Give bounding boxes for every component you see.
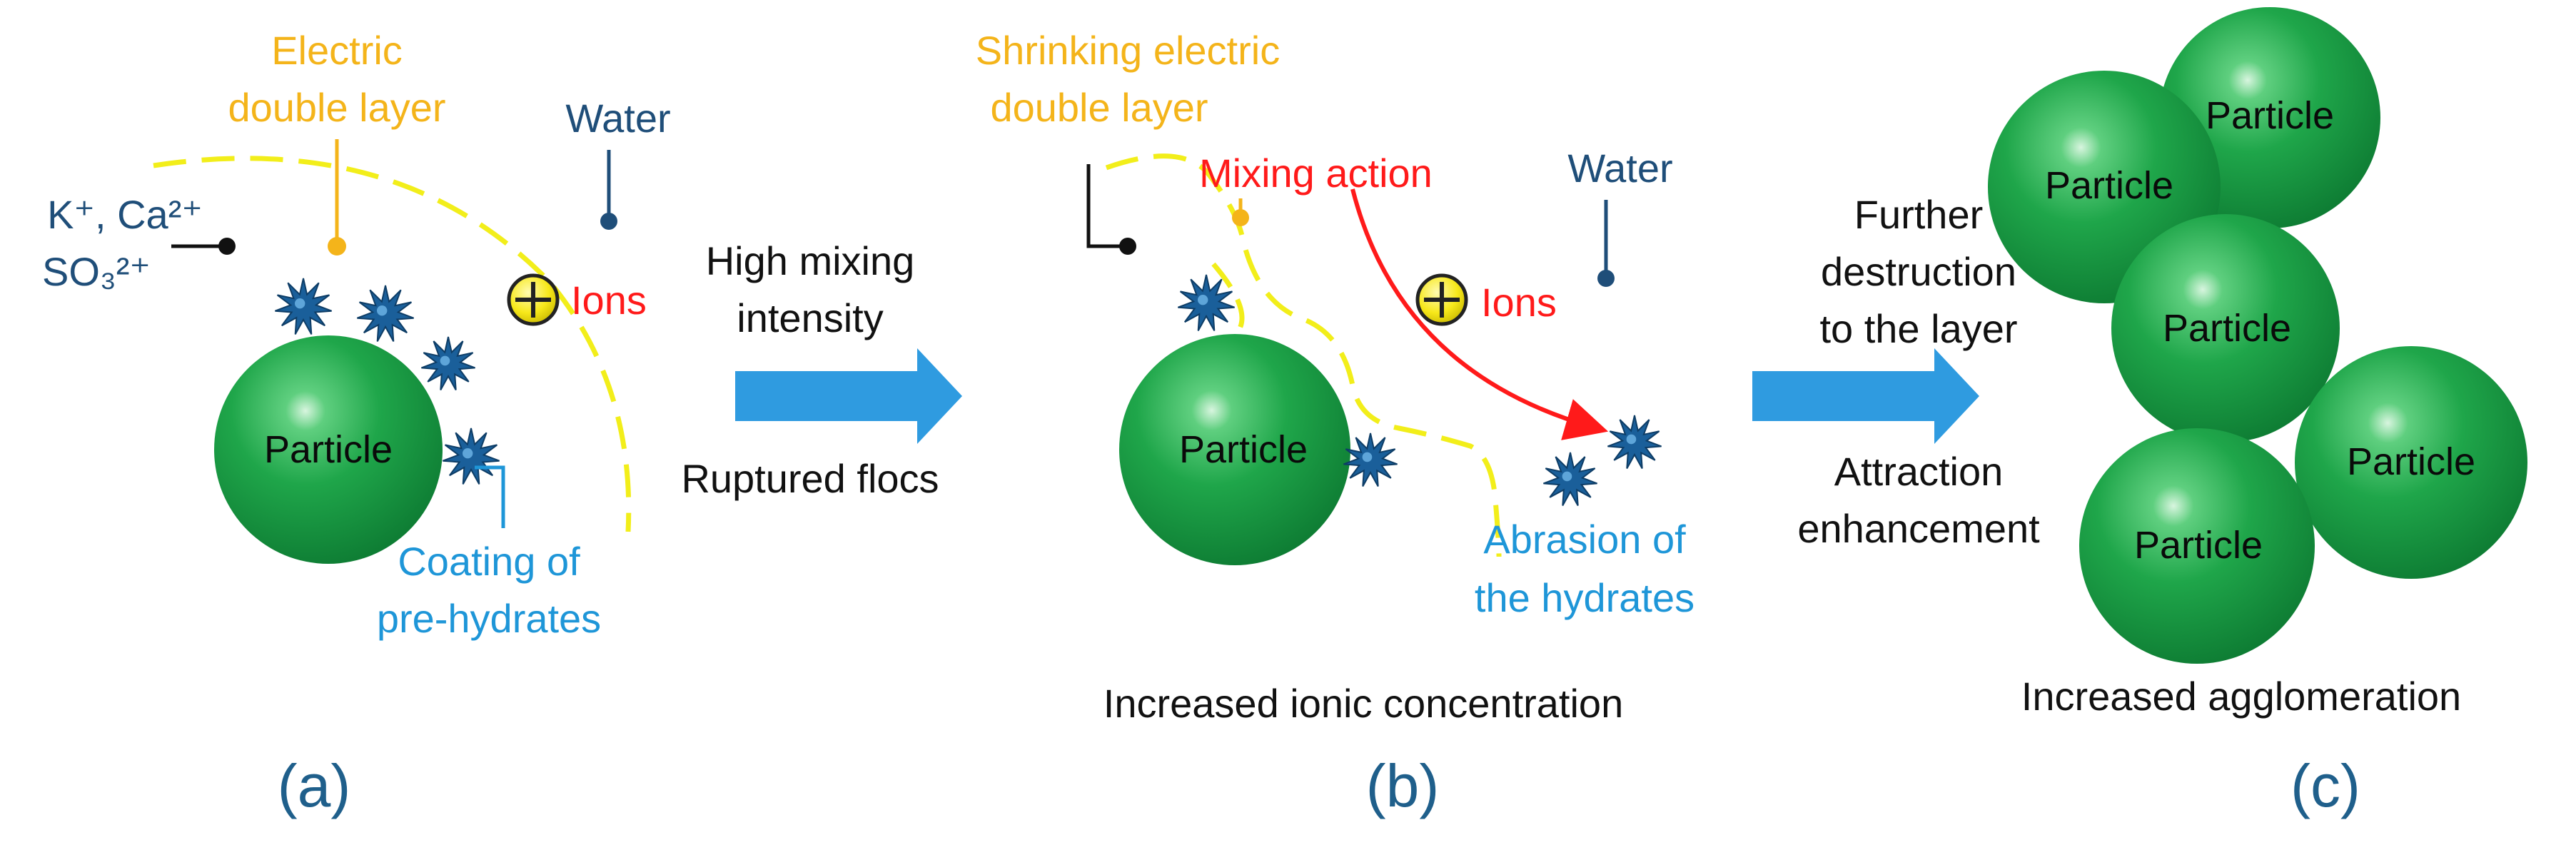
arrow-bc-top-line1: Further — [1854, 192, 1984, 237]
panel-label-a: (a) — [278, 752, 351, 819]
panel-label-c: (c) — [2290, 752, 2360, 819]
arrow-ab-top-line1: High mixing — [706, 238, 915, 283]
shrinking-layer-label-line2: double layer — [990, 85, 1208, 130]
arrow-bc-bottom-line2: enhancement — [1797, 506, 2040, 551]
ion-plus-icon — [1415, 273, 1468, 326]
mixing-action-label: Mixing action — [1199, 151, 1433, 196]
ions-label-a: Ions — [571, 278, 647, 323]
water-leader-dot-a — [600, 213, 617, 230]
hydrate-star-icon — [275, 278, 332, 335]
particle-label-c: Particle — [2134, 524, 2263, 567]
arrow-bc-top-line3: to the layer — [1819, 306, 2017, 351]
coating-label-line1: Coating of — [398, 539, 580, 584]
arrow-b-to-c: Further destruction to the layer Attract… — [1752, 192, 2040, 551]
shrinking-layer-leader-dot — [1119, 238, 1136, 255]
shrinking-layer-leader — [1086, 164, 1124, 248]
panel-a: Particle Electric double layer Water K⁺,… — [42, 28, 671, 819]
mixing-action-arrow — [1350, 188, 1609, 440]
hydrate-star-icon — [421, 336, 475, 390]
arrow-bc-bottom-line1: Attraction — [1834, 449, 2004, 494]
hydrate-star-icon — [357, 285, 414, 342]
coating-label-line2: pre-hydrates — [377, 596, 601, 641]
shrinking-layer-boundary — [1105, 153, 1502, 557]
shrinking-layer-label-line1: Shrinking electric — [976, 28, 1280, 73]
ions-chemical-formula-line2: SO₃²⁺ — [42, 249, 151, 294]
abrasion-label-line1: Abrasion of — [1483, 517, 1686, 562]
particle-sphere-c — [2079, 428, 2315, 664]
particle-label-c: Particle — [2045, 164, 2173, 207]
arrow-ab-bottom: Ruptured flocs — [681, 456, 939, 501]
electric-double-layer-boundary — [153, 156, 632, 532]
arrow-ab-top-line2: intensity — [737, 295, 883, 340]
panel-b: Particle Shrinking electric double layer… — [976, 28, 1694, 819]
particle-label-a: Particle — [264, 428, 393, 471]
ions-label-b: Ions — [1481, 280, 1557, 325]
particle-sphere-c — [2295, 346, 2527, 579]
chem-leader-dot-a — [218, 238, 236, 255]
particle-label-c: Particle — [2347, 440, 2475, 483]
particle-sphere-b — [1119, 334, 1350, 565]
mixing-leader-dot — [1232, 209, 1249, 226]
hydrate-star-icon — [1178, 274, 1235, 331]
water-label-b: Water — [1567, 146, 1672, 191]
panel-c: Particle Particle Particle Particle Part… — [1988, 7, 2527, 819]
hydrate-star-icon — [1607, 415, 1662, 469]
particle-label-b: Particle — [1179, 428, 1308, 471]
water-label-a: Water — [565, 96, 670, 141]
electric-double-layer-label-a: Electric — [271, 28, 403, 73]
particle-label-c: Particle — [2206, 94, 2334, 137]
electric-double-layer-label-a-line2: double layer — [228, 85, 445, 130]
coating-leader-line — [475, 465, 505, 528]
water-leader-dot-b — [1597, 270, 1615, 287]
layer-leader-dot-a — [328, 237, 346, 255]
process-arrow-icon — [1752, 348, 1979, 444]
arrow-a-to-b: High mixing intensity Ruptured flocs — [681, 238, 962, 501]
panel-label-b: (b) — [1366, 752, 1440, 819]
arrow-bc-top-line2: destruction — [1821, 249, 2016, 294]
hydrate-star-icon — [1343, 432, 1398, 487]
particle-label-c: Particle — [2163, 307, 2291, 350]
ions-chemical-formula-line1: K⁺, Ca²⁺ — [47, 192, 203, 237]
caption-c: Increased agglomeration — [2021, 674, 2461, 719]
caption-b: Increased ionic concentration — [1103, 681, 1623, 726]
hydrate-star-icon — [443, 427, 500, 485]
process-arrow-icon — [735, 348, 962, 444]
particle-sphere-c — [2111, 214, 2340, 442]
hydrate-star-icon — [1543, 452, 1597, 506]
particle-sphere-a — [214, 335, 443, 564]
ion-plus-icon — [507, 273, 560, 326]
abrasion-label-line2: the hydrates — [1475, 575, 1694, 620]
